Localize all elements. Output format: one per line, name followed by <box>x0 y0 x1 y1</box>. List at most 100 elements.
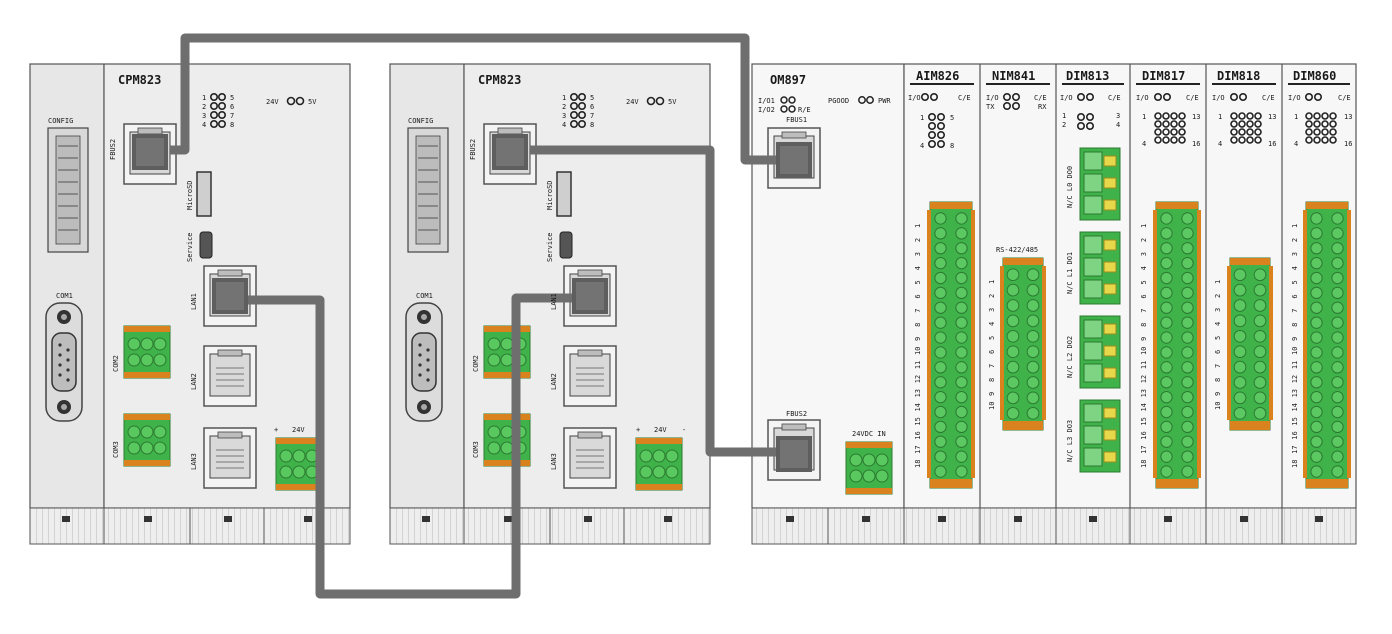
dim860-terminal-number: 5 <box>1291 280 1299 284</box>
aim-channel-leds <box>927 113 945 149</box>
led-num-7-left: 7 <box>230 112 234 120</box>
dim860-n16: 16 <box>1344 140 1352 148</box>
dc24v-terminal-left[interactable] <box>275 437 323 491</box>
dcin-terminal-om[interactable] <box>845 441 893 495</box>
lan3-port-left[interactable] <box>203 427 257 489</box>
dim813-output-block-2[interactable] <box>1079 315 1121 389</box>
dim817-terminal-number: 6 <box>1140 294 1148 298</box>
nim841-terminal-number: 5 <box>988 336 996 340</box>
led-24v-label-left: 24V <box>266 98 279 106</box>
aim-n8: 8 <box>950 142 954 150</box>
led-5v-label-left: 5V <box>308 98 317 106</box>
cpm-left-title: CPM823 <box>118 73 161 87</box>
aim826-terminal-number: 5 <box>914 280 922 284</box>
dim818-channel-leds <box>1230 112 1262 144</box>
aim826-terminal-number: 8 <box>914 323 922 327</box>
service-usb-left[interactable] <box>199 231 213 259</box>
dim813-ch0-label: N/C L0 DO0 <box>1066 166 1074 208</box>
dim817-terminal-number: 16 <box>1140 431 1148 439</box>
dim860-status-leds <box>1305 93 1323 102</box>
microsd-slot-right[interactable] <box>556 171 572 217</box>
dim817-terminal-number: 11 <box>1140 361 1148 369</box>
dim813-ce-label: C/E <box>1108 94 1121 102</box>
aim826-terminal-strip[interactable] <box>927 201 975 489</box>
com2-terminal-left[interactable] <box>123 325 171 379</box>
lan3-label-right: LAN3 <box>550 453 558 470</box>
dim813-output-block-1[interactable] <box>1079 231 1121 305</box>
com1-port[interactable] <box>405 302 443 422</box>
dim817-terminal-number: 17 <box>1140 445 1148 453</box>
led-num-6-right: 6 <box>590 103 594 111</box>
service-usb-right[interactable] <box>559 231 573 259</box>
dim818-terminal-number: 2 <box>1214 294 1222 298</box>
dim817-terminal-number: 18 <box>1140 460 1148 468</box>
aim826-terminal-number: 6 <box>914 294 922 298</box>
aim826-terminal-number: 18 <box>914 460 922 468</box>
dim860-terminal-strip[interactable] <box>1303 201 1351 489</box>
dim860-terminal-number: 7 <box>1291 308 1299 312</box>
dim817-terminal-strip[interactable] <box>1153 201 1201 489</box>
lan3-label-left: LAN3 <box>190 453 198 470</box>
lan2-label-right: LAN2 <box>550 373 558 390</box>
om-pgood-label: PGOOD <box>828 97 849 105</box>
dim813-output-block-3[interactable] <box>1079 399 1121 473</box>
com2-terminal-right[interactable] <box>483 325 531 379</box>
nim841-title: NIM841 <box>992 69 1035 83</box>
dim818-terminal-number: 9 <box>1214 392 1222 396</box>
om-re-label: R/E <box>798 106 811 114</box>
plus-label-left: + <box>274 426 278 434</box>
dim860-terminal-number: 1 <box>1291 224 1299 228</box>
fbus2-label-right: FBUS2 <box>469 139 477 160</box>
com3-terminal-right[interactable] <box>483 413 531 467</box>
dim817-terminal-number: 2 <box>1140 238 1148 242</box>
om-io1-label: I/O1 <box>758 97 775 105</box>
com3-label-left: COM3 <box>112 441 120 458</box>
dim818-n4: 4 <box>1218 140 1222 148</box>
dim860-terminal-number: 9 <box>1291 337 1299 341</box>
terminal-numbers: 1234567891011121314151617181234567891011… <box>914 224 1299 468</box>
dim818-io-label: I/O <box>1212 94 1225 102</box>
nim841-terminal-strip[interactable] <box>1000 257 1046 431</box>
dc24v-terminal-right[interactable] <box>635 437 683 491</box>
led-num-8-left: 8 <box>230 121 234 129</box>
dim817-terminal-number: 4 <box>1140 266 1148 270</box>
module-leds <box>920 93 1337 149</box>
dim818-n13: 13 <box>1268 113 1276 121</box>
dim860-terminal-number: 16 <box>1291 431 1299 439</box>
led-num-2-right: 2 <box>562 103 566 111</box>
led-num-1-right: 1 <box>562 94 566 102</box>
lan1-label-left: LAN1 <box>190 293 198 310</box>
dim860-terminal-number: 15 <box>1291 417 1299 425</box>
dim818-terminal-number: 5 <box>1214 336 1222 340</box>
aim826-terminal-number: 3 <box>914 252 922 256</box>
dim813-output-block-0[interactable] <box>1079 147 1121 221</box>
com3-terminal-left[interactable] <box>123 413 171 467</box>
microsd-label-left: MicroSD <box>186 180 194 210</box>
dim818-terminal-number: 3 <box>1214 308 1222 312</box>
nim-tx-label: TX <box>986 103 995 111</box>
dim860-ce-label: C/E <box>1338 94 1351 102</box>
microsd-slot-left[interactable] <box>196 171 212 217</box>
aim-n4: 4 <box>920 142 924 150</box>
nim841-terminal-number: 1 <box>988 280 996 284</box>
lan2-port-left[interactable] <box>203 345 257 407</box>
aim826-terminal-number: 17 <box>914 445 922 453</box>
dim818-terminal-strip[interactable] <box>1227 257 1273 431</box>
dim817-status-leds <box>1154 93 1172 102</box>
dim818-n1: 1 <box>1218 113 1222 121</box>
com1-port[interactable] <box>45 302 83 422</box>
lan2-port-right[interactable] <box>563 345 617 407</box>
dim860-terminal-number: 4 <box>1291 266 1299 270</box>
aim826-terminal-number: 9 <box>914 337 922 341</box>
dim818-n16: 16 <box>1268 140 1276 148</box>
dim860-terminal-number: 3 <box>1291 252 1299 256</box>
nim841-terminal-number: 2 <box>988 294 996 298</box>
dim817-n16: 16 <box>1192 140 1200 148</box>
led-num-2-left: 2 <box>202 103 206 111</box>
om-fbus1-label: FBUS1 <box>786 116 807 124</box>
lan3-port-right[interactable] <box>563 427 617 489</box>
dim817-title: DIM817 <box>1142 69 1185 83</box>
com1-label-left: COM1 <box>56 292 73 300</box>
config-label-right: CONFIG <box>408 117 433 125</box>
io-module-stack <box>903 63 1357 545</box>
